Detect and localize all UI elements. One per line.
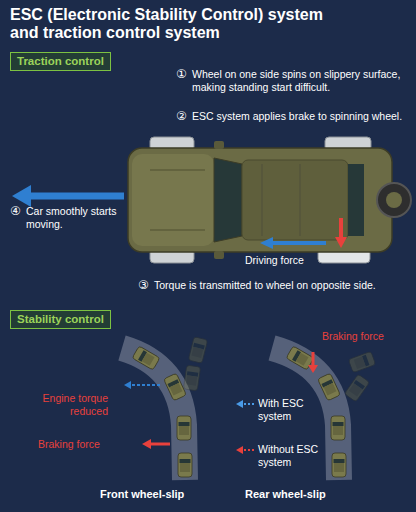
car-without-esc: [344, 374, 369, 402]
figure-caption: Rear wheel-slip: [245, 488, 326, 501]
motion-arrow: [30, 193, 124, 200]
arrow-head: [124, 381, 131, 389]
callout-number: ①: [176, 67, 187, 81]
brake-arrow: [339, 218, 343, 238]
callout-number: ②: [176, 109, 187, 123]
force-label: Braking force: [322, 330, 384, 343]
esc-path-arrow: [130, 384, 160, 386]
spare-tire: [377, 183, 411, 217]
effect-label: Engine torque reduced: [30, 392, 108, 417]
callout-number: ③: [138, 278, 149, 292]
arrow-head: [142, 439, 151, 449]
arrow-head: [260, 237, 273, 249]
driving-force-arrow: [272, 241, 326, 245]
arrow-head: [308, 365, 318, 373]
car-without-esc: [188, 337, 207, 364]
callout-text: Car smoothly starts moving.: [26, 205, 124, 230]
car-without-esc: [183, 365, 200, 391]
legend-sample-arrow: [242, 449, 254, 451]
car: [164, 373, 187, 401]
hood-line: [150, 229, 205, 231]
car: [178, 453, 192, 477]
figure-caption: Front wheel-slip: [100, 488, 184, 501]
section-label: Stability control: [17, 312, 104, 326]
car-roof: [242, 160, 348, 240]
hood-line: [150, 169, 205, 171]
mirror: [214, 251, 224, 259]
title: ESC (Electronic Stability Control) syste…: [10, 6, 350, 43]
callout-text: Torque is transmitted to wheel on opposi…: [154, 279, 410, 292]
car: [331, 416, 345, 440]
spare-tire-hub: [386, 192, 402, 208]
callout-text: Wheel on one side spins on slippery surf…: [192, 68, 410, 93]
roof-rib: [300, 164, 301, 236]
arrow-head: [12, 185, 31, 207]
force-label: Braking force: [38, 438, 100, 451]
legend-entry: Without ESC system: [258, 443, 322, 468]
car-without-esc: [348, 351, 375, 372]
car: [332, 453, 346, 477]
roof-rib: [262, 164, 263, 236]
callout-number: ④: [10, 204, 21, 218]
section-label-box: Stability control: [10, 310, 111, 329]
legend-entry: With ESC system: [258, 397, 322, 422]
car-body: [128, 148, 392, 252]
car: [177, 416, 191, 440]
brake-arrow: [312, 352, 315, 366]
arrow-head: [335, 237, 347, 248]
section-label: Traction control: [17, 54, 104, 68]
legend-sample-head: [236, 400, 243, 408]
force-label: Driving force: [245, 254, 304, 267]
car: [318, 373, 341, 401]
car: [132, 346, 160, 370]
brake-arrow: [150, 443, 170, 446]
section-label-box: Traction control: [10, 52, 111, 71]
legend-label: Without ESC system: [258, 443, 318, 468]
rear-window: [348, 164, 364, 236]
legend-sample-arrow: [242, 403, 254, 405]
windshield: [214, 158, 242, 242]
mirror: [214, 141, 224, 149]
legend-sample-head: [236, 446, 243, 454]
car-hood: [132, 154, 214, 246]
legend-label: With ESC system: [258, 397, 304, 422]
callout-text: ESC system applies brake to spinning whe…: [192, 110, 410, 123]
